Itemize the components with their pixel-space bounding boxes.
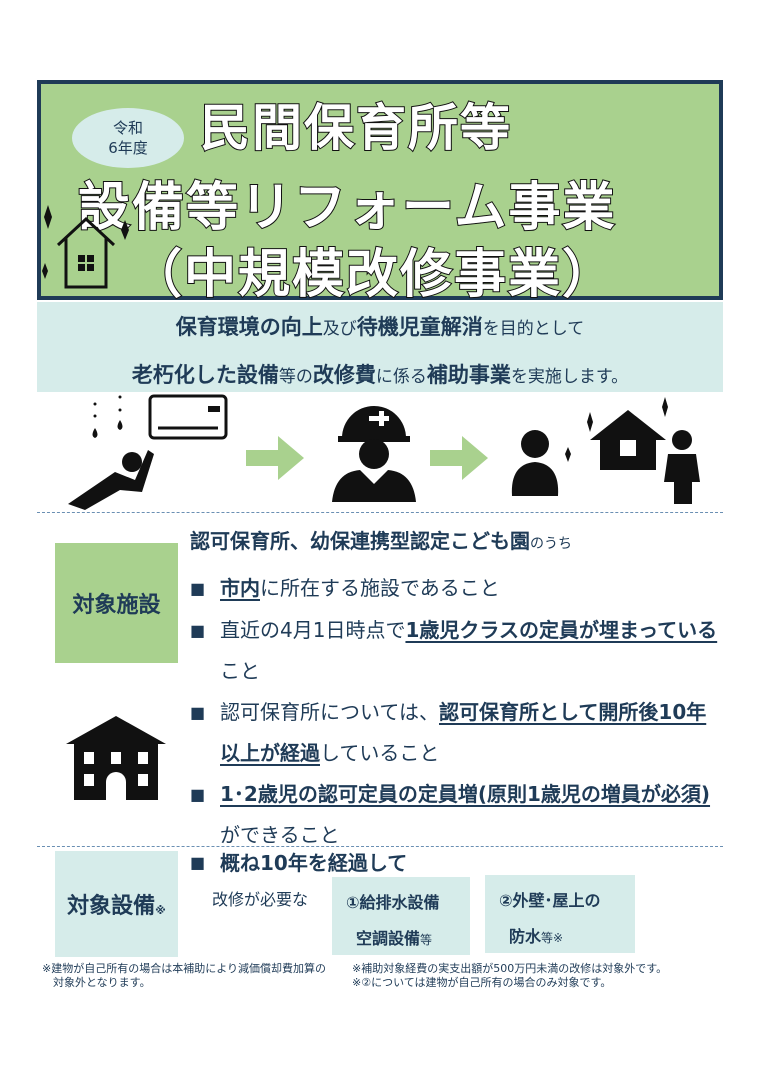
divider [37, 512, 723, 513]
footnote-left-line1: ※建物が自己所有の場合は本補助により減価償却費加算の [42, 962, 326, 975]
footnote-right-line1: ※補助対象経費の実支出額が500万円未満の改修は対象外です。 [352, 962, 668, 975]
equipment-item-1: ①給排水設備 空調設備等 [332, 877, 470, 955]
emphasis-text: 1歳児クラスの定員が埋まっている [405, 618, 718, 642]
purpose-line2: 老朽化した設備等の改修費に係る補助事業を実施します。 [37, 354, 723, 398]
bullet-mark: ■ [190, 579, 206, 598]
item2-line2: 防水 [509, 927, 542, 946]
plain-text: を実施します。 [510, 367, 629, 387]
divider [37, 846, 723, 847]
era-line1: 令和 [112, 119, 143, 137]
leak-person-icon [68, 394, 228, 510]
emphasis-text: 1･2歳児の認可定員の定員増(原則1歳児の増員が必須) [220, 782, 711, 806]
facility-heading: 認可保育所、幼保連携型認定こども園のうち [190, 526, 572, 559]
emphasis-text: 老朽化した設備 [131, 363, 279, 387]
item1-suffix: 等 [420, 933, 433, 947]
bullet-mark: ■ [190, 703, 206, 722]
family-house-icon [511, 397, 700, 504]
plain-text: に係る [375, 367, 427, 387]
bullet-mark: ■ [190, 853, 206, 872]
item2-line1: ②外壁･屋上の [499, 891, 601, 910]
emphasis-text: 保育環境の向上 [175, 315, 323, 339]
plain-text: 及び [322, 319, 357, 339]
facility-bullet: ■ 1･2歳児の認可定員の定員増(原則1歳児の増員が必須) ができること [190, 774, 720, 856]
item1-line1: ①給排水設備 [346, 893, 440, 912]
plain-text: 直近の4月1日時点で [220, 618, 406, 642]
facility-bullet-text: 市内に所在する施設であること [220, 568, 500, 609]
facility-bullet: ■ 認可保育所については、認可保育所として開所後10年以上が経過していること [190, 692, 720, 774]
worker-icon [332, 406, 416, 502]
plain-text: 認可保育所については、 [220, 700, 439, 724]
plain-text: こと [220, 659, 260, 683]
title-line1: 民間保育所等 [199, 98, 512, 158]
emphasis-text: 市内 [220, 576, 260, 600]
plain-text: に所在する施設であること [260, 576, 500, 600]
title-line3: （中規模改修事業） [129, 244, 617, 306]
facility-bullet-text: 認可保育所については、認可保育所として開所後10年以上が経過していること [220, 692, 720, 774]
facility-bullet-text: 1･2歳児の認可定員の定員増(原則1歳児の増員が必須) ができること [220, 774, 720, 856]
equipment-label-text: 対象設備 [67, 894, 156, 919]
plain-text: 等の [278, 367, 313, 387]
emphasis-text: 補助事業 [426, 363, 511, 387]
facility-label: 対象施設 [55, 543, 178, 663]
arrow-icon [246, 436, 304, 480]
equipment-label-mark: ※ [155, 903, 166, 917]
facility-heading-text: 認可保育所、幼保連携型認定こども園 [190, 529, 530, 553]
equipment-item-2: ②外壁･屋上の 防水等※ [485, 875, 635, 953]
era-badge: 令和 6年度 [72, 108, 184, 168]
emphasis-text: 改修費 [312, 363, 376, 387]
house-sparkle-icon [42, 205, 129, 289]
facility-bullet-text: 直近の4月1日時点で1歳児クラスの定員が埋まっていること [220, 610, 720, 692]
item2-suffix: 等※ [541, 931, 564, 945]
arrow-icon [430, 436, 488, 480]
footnote-left-line2: 対象外となります。 [53, 976, 151, 989]
emphasis-text: 認可保育所として開所後10年以上が経過 [220, 700, 707, 765]
equipment-need: 改修が必要な [212, 890, 309, 909]
equipment-bullet-text: 概ね10年を経過して [220, 851, 408, 875]
facility-heading-suffix: のうち [530, 536, 572, 552]
equipment-bullet: ■ 概ね10年を経過して [190, 848, 407, 878]
footnote-left: ※建物が自己所有の場合は本補助により減価償却費加算の 対象外となります。 [42, 962, 326, 990]
emphasis-text: 待機児童解消 [356, 315, 483, 339]
plain-text: していること [320, 741, 440, 765]
bullet-mark: ■ [190, 621, 206, 640]
footnote-right: ※補助対象経費の実支出額が500万円未満の改修は対象外です。 ※②については建物… [352, 962, 667, 990]
purpose-line1: 保育環境の向上及び待機児童解消を目的として [37, 306, 723, 350]
plain-text: ができること [220, 823, 340, 847]
facility-bullet: ■ 市内に所在する施設であること [190, 568, 720, 609]
equipment-label: 対象設備※ [55, 851, 178, 957]
building-icon [66, 716, 166, 800]
bullet-mark: ■ [190, 785, 206, 804]
era-line2: 6年度 [108, 139, 148, 157]
process-illustration [68, 394, 700, 510]
title-line2: 設備等リフォーム事業 [77, 177, 617, 239]
footnote-right-line2: ※②については建物が自己所有の場合のみ対象です。 [352, 976, 612, 989]
item1-line2: 空調設備 [356, 929, 421, 948]
plain-text: を目的として [482, 319, 585, 339]
facility-bullet: ■ 直近の4月1日時点で1歳児クラスの定員が埋まっていること [190, 610, 720, 692]
purpose-band: 保育環境の向上及び待機児童解消を目的として 老朽化した設備等の改修費に係る補助事… [37, 302, 723, 392]
